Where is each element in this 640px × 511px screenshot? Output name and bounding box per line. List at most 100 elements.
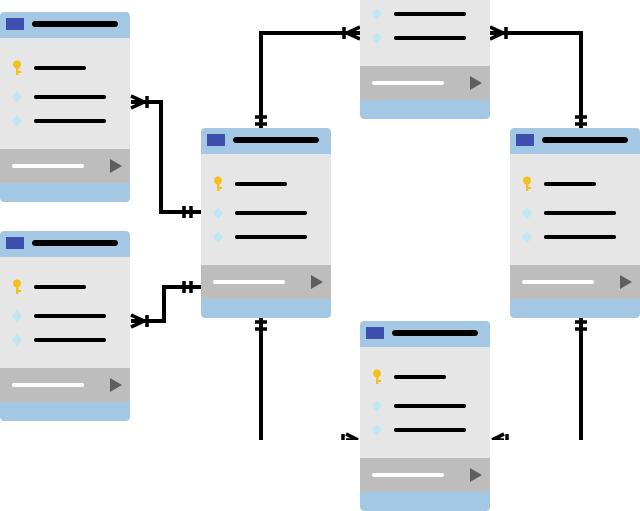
table-field-row <box>510 201 640 225</box>
key-icon <box>520 176 534 192</box>
table-field-row <box>201 225 331 249</box>
rel-left-top-center <box>130 94 201 218</box>
field-icon <box>211 205 225 221</box>
key-icon <box>370 369 384 385</box>
table-left-bottom <box>0 231 130 421</box>
table-footer <box>360 458 490 492</box>
field-name-placeholder <box>34 119 106 123</box>
table-right <box>510 128 640 318</box>
field-icon <box>10 308 24 324</box>
field-name-placeholder <box>34 66 86 70</box>
table-center <box>201 128 331 318</box>
field-name-placeholder <box>394 375 446 379</box>
table-title-placeholder <box>233 137 319 143</box>
table-header <box>0 12 130 38</box>
table-top-center <box>360 0 490 119</box>
table-base <box>360 100 490 119</box>
rel-right-bottom <box>491 318 587 440</box>
table-field-row <box>201 172 331 196</box>
footer-placeholder <box>522 280 594 284</box>
table-icon <box>6 18 24 30</box>
field-icon <box>370 398 384 414</box>
field-icon <box>370 6 384 22</box>
table-base <box>201 299 331 318</box>
play-icon <box>311 275 323 289</box>
field-icon <box>211 229 225 245</box>
table-field-row <box>510 225 640 249</box>
rel-center-top <box>255 25 361 128</box>
field-name-placeholder <box>394 404 466 408</box>
table-icon <box>207 134 225 146</box>
table-footer <box>201 265 331 299</box>
table-bottom-center <box>360 321 490 511</box>
field-name-placeholder <box>235 211 307 215</box>
relationship-connectors <box>130 25 587 440</box>
table-footer <box>0 149 130 183</box>
key-icon <box>211 176 225 192</box>
play-icon <box>110 378 122 392</box>
table-field-row <box>0 109 130 133</box>
field-name-placeholder <box>34 285 86 289</box>
play-icon <box>470 76 482 90</box>
footer-placeholder <box>372 473 444 477</box>
rel-center-bottom <box>255 318 359 440</box>
table-left-top <box>0 12 130 202</box>
table-footer <box>0 368 130 402</box>
footer-placeholder <box>12 383 84 387</box>
field-name-placeholder <box>34 338 106 342</box>
field-name-placeholder <box>544 211 616 215</box>
footer-placeholder <box>213 280 285 284</box>
field-name-placeholder <box>34 95 106 99</box>
field-name-placeholder <box>544 182 596 186</box>
field-name-placeholder <box>235 182 287 186</box>
table-field-row <box>0 275 130 299</box>
footer-placeholder <box>372 81 444 85</box>
table-field-row <box>0 304 130 328</box>
table-header <box>0 231 130 257</box>
table-field-row <box>0 85 130 109</box>
field-name-placeholder <box>544 235 616 239</box>
table-title-placeholder <box>32 240 118 246</box>
field-icon <box>10 332 24 348</box>
field-icon <box>10 89 24 105</box>
field-name-placeholder <box>34 314 106 318</box>
table-field-row <box>201 201 331 225</box>
rel-left-bottom-center <box>130 281 201 329</box>
field-name-placeholder <box>394 36 466 40</box>
field-name-placeholder <box>394 428 466 432</box>
play-icon <box>620 275 632 289</box>
table-base <box>510 299 640 318</box>
play-icon <box>470 468 482 482</box>
table-header <box>201 128 331 154</box>
table-base <box>0 402 130 421</box>
table-field-row <box>360 418 490 442</box>
field-icon <box>520 229 534 245</box>
table-icon <box>6 237 24 249</box>
table-header <box>360 321 490 347</box>
table-title-placeholder <box>392 330 478 336</box>
table-title-placeholder <box>542 137 628 143</box>
table-header <box>510 128 640 154</box>
table-footer <box>360 66 490 100</box>
field-icon <box>520 205 534 221</box>
table-field-row <box>510 172 640 196</box>
field-name-placeholder <box>394 12 466 16</box>
table-field-row <box>360 365 490 389</box>
table-field-row <box>0 328 130 352</box>
table-base <box>360 492 490 511</box>
field-name-placeholder <box>235 235 307 239</box>
table-field-row <box>360 26 490 50</box>
key-icon <box>10 279 24 295</box>
field-icon <box>370 30 384 46</box>
field-icon <box>10 113 24 129</box>
table-icon <box>516 134 534 146</box>
field-icon <box>370 422 384 438</box>
key-icon <box>10 60 24 76</box>
table-title-placeholder <box>32 21 118 27</box>
table-field-row <box>360 394 490 418</box>
table-footer <box>510 265 640 299</box>
table-field-row <box>0 56 130 80</box>
table-field-row <box>360 2 490 26</box>
footer-placeholder <box>12 164 84 168</box>
